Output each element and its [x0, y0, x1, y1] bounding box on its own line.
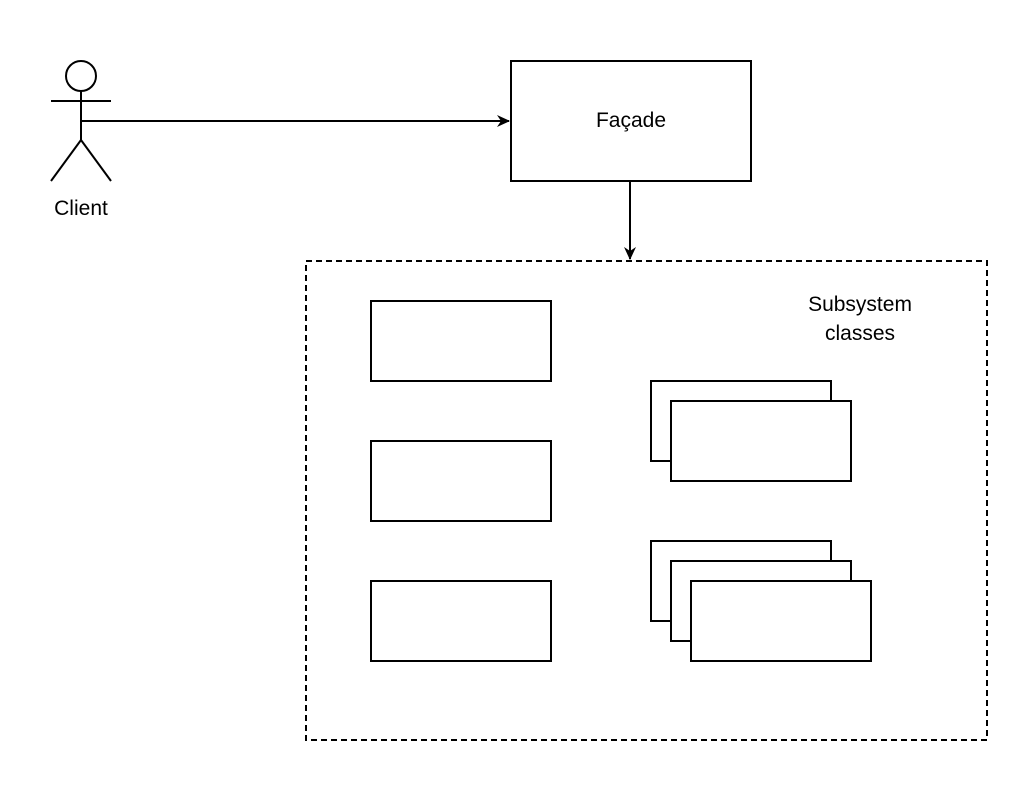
subsystem-class-stack-three[interactable] — [650, 540, 872, 662]
actor-right-leg — [80, 139, 112, 182]
actor-left-leg — [50, 139, 82, 182]
subsystem-class-box[interactable] — [370, 300, 552, 382]
subsystem-container[interactable] — [305, 260, 988, 741]
facade-box[interactable] — [510, 60, 752, 182]
stacked-class-box — [690, 580, 872, 662]
facade-label: Façade — [595, 109, 667, 132]
actor-head — [65, 60, 97, 92]
subsystem-class-box[interactable] — [370, 440, 552, 522]
client-label: Client — [54, 197, 108, 220]
subsystem-label: Subsystem classes — [808, 293, 912, 346]
subsystem-class-stack-two[interactable] — [650, 380, 852, 482]
client-actor[interactable] — [50, 60, 112, 182]
stacked-class-box — [670, 400, 852, 482]
subsystem-class-box[interactable] — [370, 580, 552, 662]
